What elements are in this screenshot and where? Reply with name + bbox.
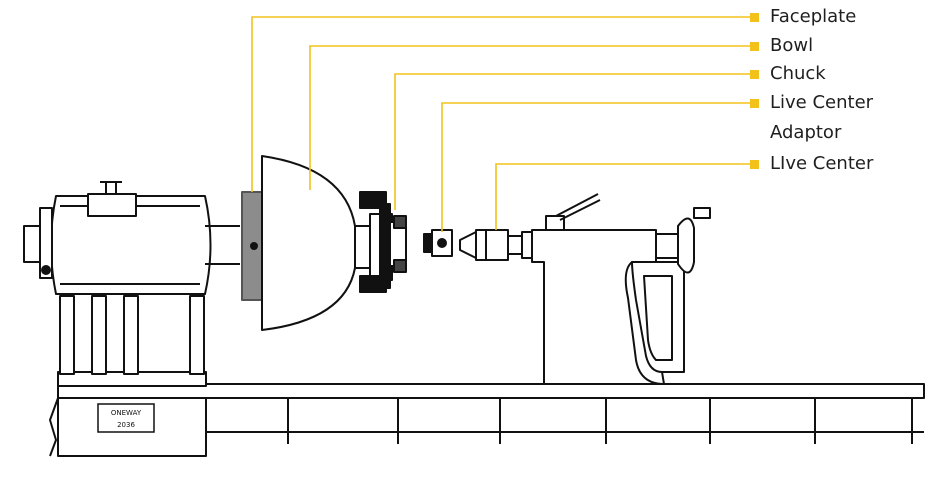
- bowl-part: [261, 155, 356, 331]
- tailstock: [531, 193, 711, 385]
- live-center-label: LIve Center: [770, 153, 874, 174]
- lathe-bed: [49, 371, 925, 457]
- bowl-leader: [309, 45, 754, 190]
- bowl-marker: [750, 42, 759, 51]
- callout-leaders: [251, 16, 754, 232]
- bowl-label: Bowl: [770, 35, 814, 56]
- chuck-leader: [394, 73, 754, 210]
- live-center-adaptor-label: Live Center: [770, 92, 874, 113]
- live-center-adaptor-label-line2: Adaptor: [770, 122, 842, 143]
- live-center-part: [459, 229, 535, 261]
- live-center-leader: [495, 163, 754, 230]
- faceplate-marker: [750, 13, 759, 22]
- live-center-marker: [750, 160, 759, 169]
- nameplate: ONEWAY 2036: [97, 403, 155, 433]
- faceplate-label: Faceplate: [770, 6, 857, 27]
- live-center-adaptor-part: [423, 229, 453, 257]
- callout-markers: [750, 13, 759, 169]
- chuck-label: Chuck: [770, 63, 826, 84]
- live-center-adaptor-leader: [441, 102, 754, 232]
- live-center-adaptor-marker: [750, 99, 759, 108]
- headstock: [23, 181, 240, 375]
- nameplate-line1: ONEWAY: [111, 409, 142, 417]
- chuck-part: [359, 191, 407, 293]
- chuck-marker: [750, 70, 759, 79]
- nameplate-line2: 2036: [117, 421, 135, 429]
- faceplate-leader: [251, 16, 754, 192]
